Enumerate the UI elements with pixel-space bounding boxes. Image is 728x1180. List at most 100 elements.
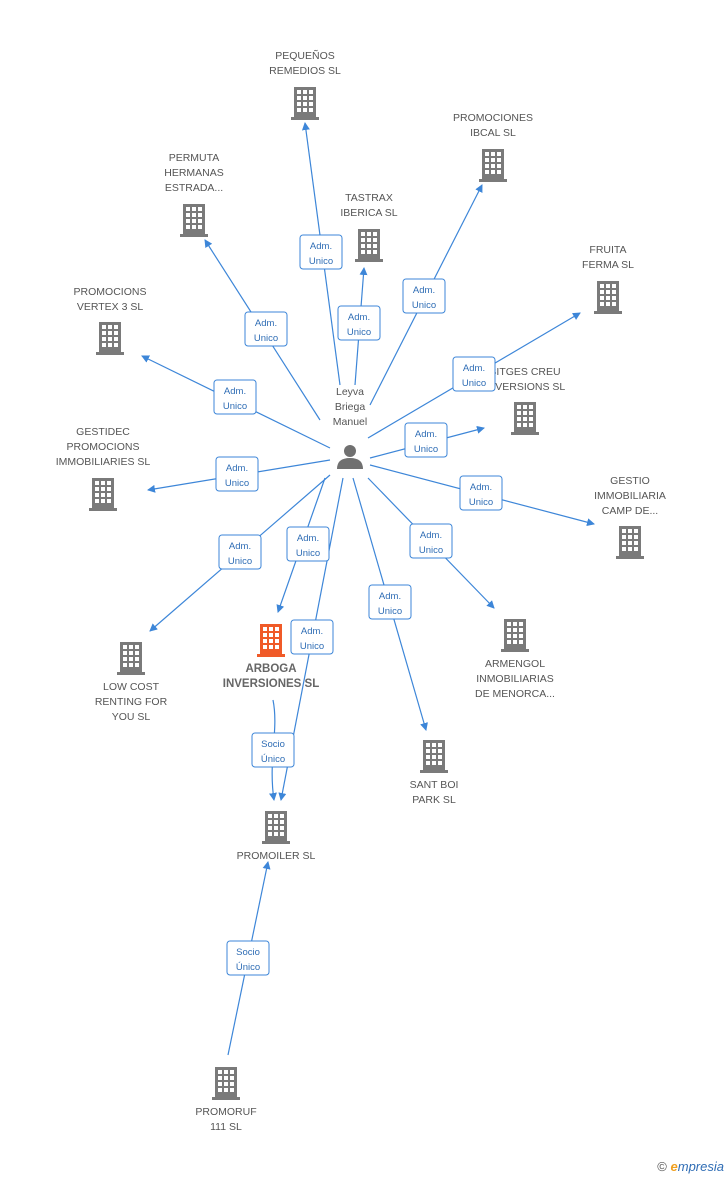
edge-label-text: Adm.Unico: [296, 533, 320, 559]
building-icon: [616, 526, 644, 559]
edge-label-text: Adm.Unico: [225, 463, 249, 489]
edge-label-box: [290, 619, 334, 655]
building-icon: [262, 811, 290, 844]
building-icon: [96, 322, 124, 355]
edge-label-arboga[interactable]: Adm.Unico: [286, 526, 330, 562]
edge-label-pequenos[interactable]: Adm.Unico: [299, 234, 343, 270]
building-icon: [212, 1067, 240, 1100]
building-icon: [479, 149, 507, 182]
company-node-promoiler[interactable]: PROMOILER SL: [237, 811, 316, 862]
edge-label-text: Adm.Unico: [347, 312, 371, 338]
edge-label-box: [213, 379, 257, 415]
edge-label-box: [286, 526, 330, 562]
edge-label-box: [218, 534, 262, 570]
edge-label-armengol[interactable]: Adm.Unico: [409, 523, 453, 559]
building-icon: [420, 740, 448, 773]
edge-label-lowcost[interactable]: Adm.Unico: [218, 534, 262, 570]
company-label: PROMOILER SL: [237, 850, 316, 862]
edge-label-box: [215, 456, 259, 492]
edge-label-text: Adm.Unico: [254, 318, 278, 344]
edge-label-box: [337, 305, 381, 341]
edge-label-text: Adm.Unico: [309, 241, 333, 267]
copyright-footer: © empresia: [657, 1159, 724, 1174]
edge-label-text: Adm.Unico: [462, 363, 486, 389]
edge-label-text: Adm.Unico: [469, 482, 493, 508]
edge-label-fruita[interactable]: Adm.Unico: [452, 356, 496, 392]
edge-label-promoiler[interactable]: Adm.Unico: [290, 619, 334, 655]
edge-label-text: Adm.Unico: [228, 541, 252, 567]
building-icon: [180, 204, 208, 237]
edge-label-box: [368, 584, 412, 620]
empresia-logo[interactable]: empresia: [670, 1159, 724, 1174]
edge-label-vertex[interactable]: Adm.Unico: [213, 379, 257, 415]
edge-label-box: [404, 422, 448, 458]
edge-label-box: [251, 732, 295, 768]
building-icon: [511, 402, 539, 435]
building-icon: [89, 478, 117, 511]
building-icon: [117, 642, 145, 675]
edge-label-santboi[interactable]: Adm.Unico: [368, 584, 412, 620]
edge-label-permuta[interactable]: Adm.Unico: [244, 311, 288, 347]
edge-label-promociones_ibcal[interactable]: Adm.Unico: [402, 278, 446, 314]
edge-label-box: [409, 523, 453, 559]
edge-label-text: Adm.Unico: [412, 285, 436, 311]
edge-label-text: Adm.Unico: [414, 429, 438, 455]
edge-label-box: [452, 356, 496, 392]
building-icon: [291, 87, 319, 120]
edge-label-box: [459, 475, 503, 511]
edge-label-text: Adm.Unico: [378, 591, 402, 617]
edge-label-sitges[interactable]: Adm.Unico: [404, 422, 448, 458]
edge-label-box: [402, 278, 446, 314]
person-icon: [337, 445, 363, 469]
edge-label-box: [299, 234, 343, 270]
building-icon: [594, 281, 622, 314]
edge-label-gestidec[interactable]: Adm.Unico: [215, 456, 259, 492]
edge-label-gestio[interactable]: Adm.Unico: [459, 475, 503, 511]
edge-labels-layer: Adm.UnicoAdm.UnicoAdm.UnicoAdm.UnicoAdm.…: [213, 234, 503, 976]
edge-label-text: Adm.Unico: [223, 386, 247, 412]
building-icon: [355, 229, 383, 262]
edges-layer: [141, 122, 595, 1056]
building-icon: [257, 624, 285, 657]
building-icon: [501, 619, 529, 652]
copyright-symbol: ©: [657, 1159, 667, 1174]
edge-label-text: Adm.Unico: [300, 626, 324, 652]
edge-label-tastrax[interactable]: Adm.Unico: [337, 305, 381, 341]
edge-label-box: [226, 940, 270, 976]
